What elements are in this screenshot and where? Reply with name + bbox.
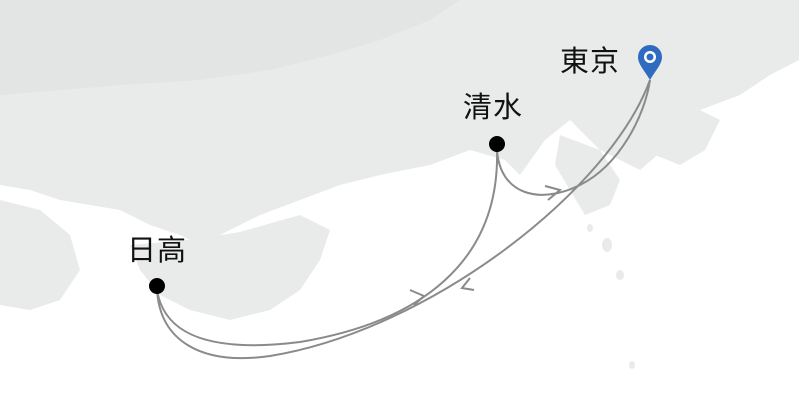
markers <box>149 45 662 294</box>
map-pin-icon <box>638 45 662 80</box>
port-dot-shimizu <box>489 136 505 152</box>
route-hidaka-shimizu <box>156 149 499 347</box>
island <box>587 224 593 232</box>
port-dot-hidaka <box>149 278 165 294</box>
port-label-hidaka: 日高 <box>127 233 188 267</box>
port-label-shimizu: 清水 <box>463 90 524 124</box>
land-masses <box>0 0 799 369</box>
land-boso <box>640 105 720 165</box>
land-shikoku <box>130 215 330 320</box>
arrow-icon <box>460 277 475 291</box>
island <box>616 270 624 280</box>
arrow-icon <box>544 185 563 201</box>
route-shimizu-tokyo <box>496 79 651 196</box>
arrow-icon <box>409 289 426 306</box>
route-tokyo-hidaka <box>156 79 651 360</box>
land-north <box>0 0 460 95</box>
routes <box>156 79 651 360</box>
island <box>629 361 635 369</box>
land-kyushu <box>0 200 80 310</box>
island <box>602 238 612 252</box>
port-label-tokyo: 東京 <box>560 44 621 78</box>
